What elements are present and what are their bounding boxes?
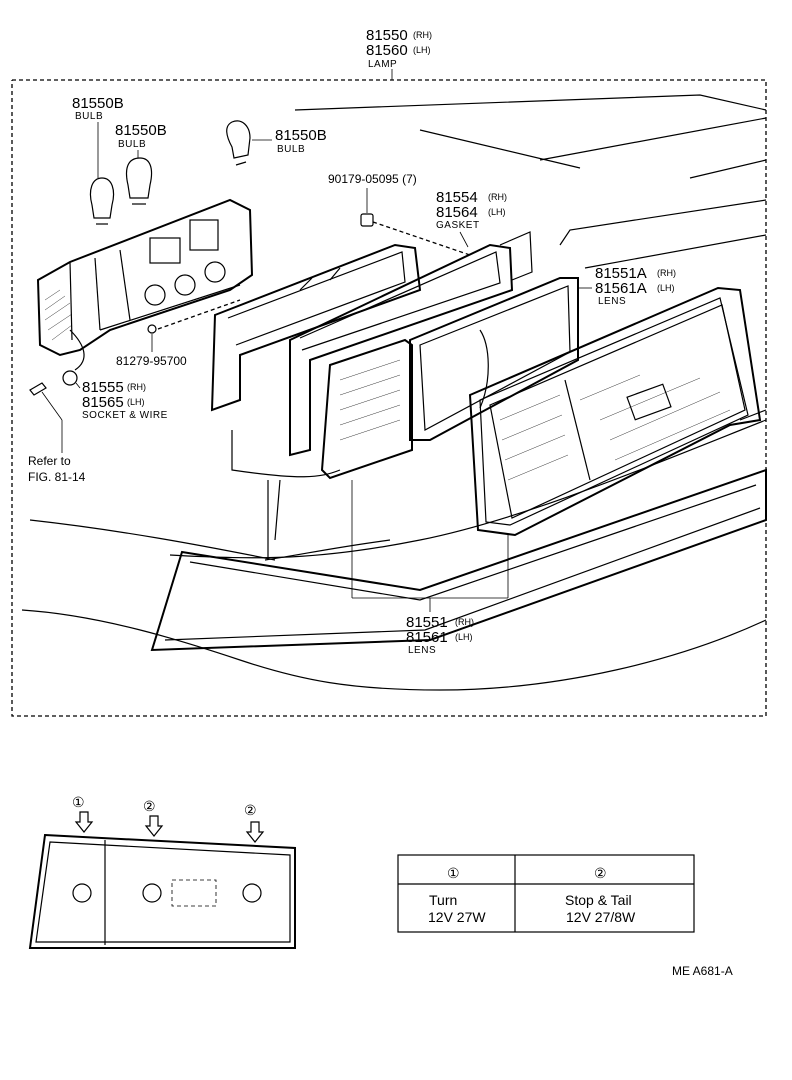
bulb2-pn: 81550B [115, 122, 167, 139]
car-body-outline [21, 94, 767, 691]
socket-sfx-rh: (RH) [127, 382, 146, 392]
lamp-name: LAMP [368, 59, 397, 70]
refer-line2: FIG. 81-14 [28, 470, 86, 484]
bulb1-pn: 81550B [72, 95, 124, 112]
bulb1-name: BULB [75, 111, 103, 122]
bulb-spec-table: ① ② Turn 12V 27W Stop & Tail 12V 27/8W [397, 854, 695, 933]
bulb-icon [125, 157, 153, 205]
gasket-name: GASKET [436, 220, 480, 231]
gasket-leader [459, 231, 469, 248]
illustration-code: ME A681-A [672, 964, 733, 978]
table-cell-2-line1: Stop & Tail [565, 892, 632, 908]
socket-housing [36, 198, 254, 386]
gasket-sfx-lh: (LH) [488, 207, 506, 217]
lens-a-name: LENS [598, 296, 626, 307]
bulb-icon [226, 120, 251, 166]
table-cell-2-line2: 12V 27/8W [566, 909, 636, 925]
arrow-down-icon [245, 821, 265, 843]
bulb-position-diagram: ① ② ② [28, 794, 296, 949]
position-2a-marker: ② [143, 798, 156, 814]
lamp-pn-rh: 81550 [366, 27, 408, 44]
table-cell-1-line1: Turn [429, 892, 457, 908]
lamp-pn-lh: 81560 [366, 42, 408, 59]
lens-b-name: LENS [408, 645, 436, 656]
bulb3-pn: 81550B [275, 127, 327, 144]
bulb-socket-1 [72, 883, 92, 903]
bulb-socket-2a [142, 883, 162, 903]
nut-icon [360, 213, 471, 256]
gasket-pn-lh: 81564 [436, 204, 478, 221]
screw-icon [147, 324, 157, 334]
socket-leader [75, 382, 81, 389]
lamp-sfx-rh: (RH) [413, 30, 432, 40]
position-2b-marker: ② [244, 802, 257, 818]
lens-b-bracket [351, 480, 509, 612]
inner-lens-small [320, 338, 413, 480]
lens-b-sfx-lh: (LH) [455, 632, 473, 642]
table-header-2: ② [594, 865, 607, 881]
arrow-down-icon [144, 815, 164, 837]
socket-name: SOCKET & WIRE [82, 410, 168, 421]
lower-reflector-strip [150, 468, 767, 652]
socket-pn-lh: 81565 [82, 394, 124, 411]
screw-pn: 81279-95700 [116, 354, 187, 368]
bulb-socket-2b [242, 883, 262, 903]
socket-pn-rh: 81555 [82, 379, 124, 396]
lens-a-pn-lh: 81561A [595, 280, 647, 297]
assembly-boundary [11, 79, 767, 717]
lens-a-sfx-lh: (LH) [657, 283, 675, 293]
lens-b-pn-lh: 81561 [406, 629, 448, 646]
table-cell-1-line2: 12V 27W [428, 909, 486, 925]
lamp-body-frame [289, 231, 533, 457]
lamp-sfx-lh: (LH) [413, 45, 431, 55]
lens-a-pn-rh: 81551A [595, 265, 647, 282]
arrow-down-icon [74, 811, 94, 833]
outer-lens-large [468, 286, 762, 537]
nut-pn: 90179-05095 (7) [328, 172, 417, 186]
gasket-pn-rh: 81554 [436, 189, 478, 206]
position-1-marker: ① [72, 794, 85, 810]
bulb2-name: BULB [118, 139, 146, 150]
center-reflector [171, 879, 217, 907]
lamp-outline [28, 833, 296, 949]
lens-b-pn-rh: 81551 [406, 614, 448, 631]
refer-leader-a [41, 391, 63, 421]
table-header-1: ① [447, 865, 460, 881]
bulb-icon [89, 177, 115, 225]
gasket-frame [210, 243, 422, 412]
refer-line1: Refer to [28, 454, 71, 468]
plug-icon [29, 382, 47, 396]
socket-sfx-lh: (LH) [127, 397, 145, 407]
gasket-sfx-rh: (RH) [488, 192, 507, 202]
bulb3-name: BULB [277, 144, 305, 155]
lens-a-sfx-rh: (RH) [657, 268, 676, 278]
screw-dashed-leader [157, 299, 241, 330]
lens-b-sfx-rh: (RH) [455, 617, 474, 627]
